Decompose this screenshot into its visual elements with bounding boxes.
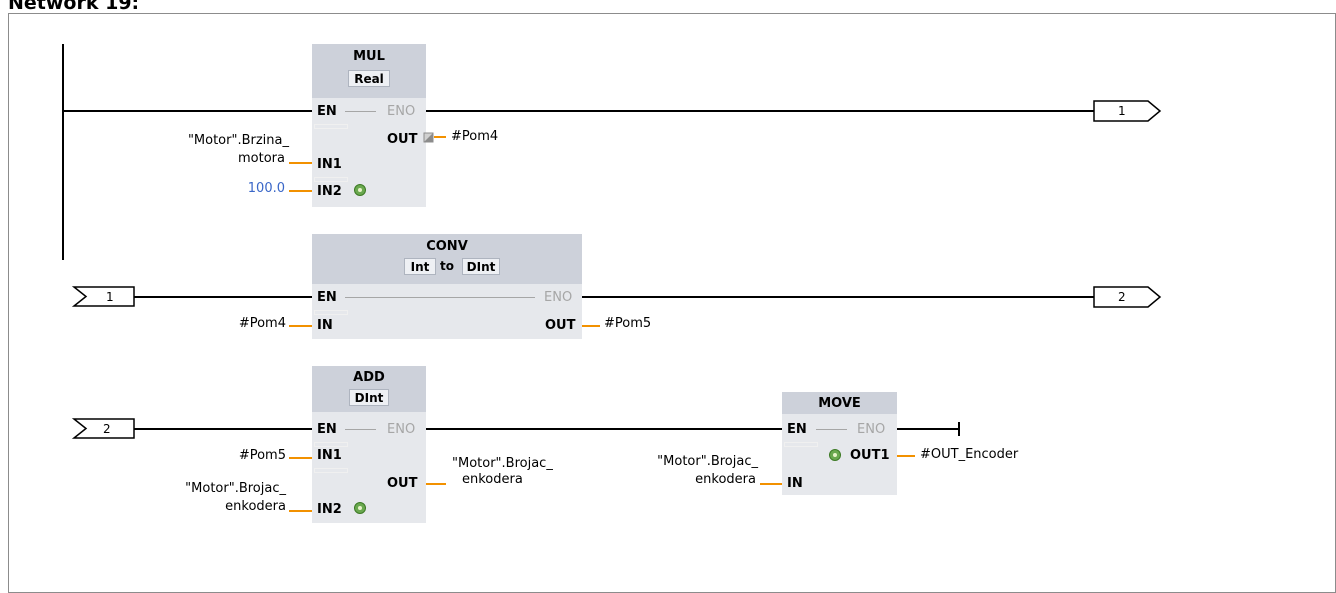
mul-in1-bar — [314, 177, 348, 182]
move-out1-operand[interactable]: #OUT_Encoder — [920, 447, 1019, 462]
mul-out-operand[interactable]: #Pom4 — [451, 129, 499, 144]
mul-in2: IN2 — [317, 184, 342, 199]
conv-en-eno-line — [345, 297, 535, 298]
rung1-wire-right — [426, 110, 1094, 112]
add-in1: IN1 — [317, 448, 342, 463]
conv-type-from[interactable]: Int — [404, 258, 436, 275]
conv-in-wire — [289, 325, 312, 327]
rung3-wire-left — [134, 428, 312, 430]
mul-in1-operand-line1[interactable]: "Motor".Brzina_ — [187, 133, 289, 148]
conv-out: OUT — [545, 318, 576, 333]
move-out1: OUT1 — [850, 448, 890, 463]
add-in2-operand-line1[interactable]: "Motor".Brojac_ — [185, 481, 286, 496]
add-type[interactable]: DInt — [349, 389, 389, 406]
conv-in-operand[interactable]: #Pom4 — [238, 316, 286, 331]
move-out1-wire — [897, 455, 915, 457]
conv-eno: ENO — [544, 290, 573, 305]
add-out-operand-line2[interactable]: enkodera — [462, 472, 523, 487]
power-rail — [62, 44, 64, 260]
conv-en: EN — [317, 290, 337, 305]
move-in-operand-line1[interactable]: "Motor".Brojac_ — [657, 454, 758, 469]
rung3-wire-end — [958, 422, 960, 436]
add-out-operand-line1[interactable]: "Motor".Brojac_ — [452, 456, 553, 471]
mul-in1: IN1 — [317, 157, 342, 172]
conv-to: to — [440, 259, 454, 273]
mul-type[interactable]: Real — [348, 70, 390, 87]
rung1-wire-left — [62, 110, 312, 112]
add-in1-bar — [314, 468, 348, 473]
move-en-eno-line — [816, 429, 847, 430]
conv-out-operand[interactable]: #Pom5 — [604, 316, 652, 331]
connector-out-2-label: 2 — [1118, 290, 1126, 304]
add-name: ADD — [353, 370, 385, 385]
mul-en-eno-line — [345, 111, 376, 112]
move-in-operand-line2[interactable]: enkodera — [695, 472, 756, 487]
move-eno: ENO — [857, 422, 886, 437]
add-in2-operand-line2[interactable]: enkodera — [225, 499, 286, 514]
add-en-bar — [314, 442, 348, 447]
move-in: IN — [787, 476, 803, 491]
connector-in-1-label: 1 — [106, 290, 114, 304]
rung3-wire-mid — [426, 428, 782, 430]
add-in2: IN2 — [317, 502, 342, 517]
add-in1-wire — [289, 457, 312, 459]
move-en: EN — [787, 422, 807, 437]
move-en-bar — [784, 442, 818, 447]
mul-out-wire — [434, 136, 446, 138]
connector-out-1-label: 1 — [1118, 104, 1126, 118]
move-name: MOVE — [818, 396, 861, 411]
add-eno: ENO — [387, 422, 416, 437]
mul-in2-wire — [289, 190, 312, 192]
rung3-wire-right — [897, 428, 959, 430]
move-box[interactable]: MOVE EN ENO OUT1 IN — [782, 392, 897, 495]
rung2-wire-right — [582, 296, 1094, 298]
add-en: EN — [317, 422, 337, 437]
add-box[interactable]: ADD DInt EN ENO IN1 OUT IN2 — [312, 366, 426, 523]
mul-box[interactable]: MUL Real EN ENO OUT IN1 IN2 — [312, 44, 426, 207]
add-out-wire — [426, 483, 446, 485]
add-out: OUT — [387, 476, 418, 491]
conv-out-wire — [582, 325, 600, 327]
conv-in: IN — [317, 318, 333, 333]
conv-type-to[interactable]: DInt — [462, 258, 500, 275]
rung2-wire-left — [134, 296, 312, 298]
mul-in2-operand[interactable]: 100.0 — [247, 181, 285, 196]
conv-name: CONV — [426, 239, 468, 254]
mul-en-bar — [314, 124, 348, 129]
mul-in1-wire — [289, 162, 312, 164]
mul-en: EN — [317, 104, 337, 119]
mul-eno: ENO — [387, 104, 416, 119]
add-in1-operand[interactable]: #Pom5 — [238, 448, 286, 463]
network-title: Network 19: — [8, 0, 140, 14]
connector-in-2-label: 2 — [103, 422, 111, 436]
mul-out: OUT — [387, 132, 418, 147]
conv-en-bar — [314, 310, 348, 315]
mul-name: MUL — [353, 49, 385, 64]
add-in2-wire — [289, 510, 312, 512]
move-in-wire — [760, 483, 782, 485]
network-frame — [8, 13, 1336, 593]
add-en-eno-line — [345, 429, 376, 430]
mul-in1-operand-line2[interactable]: motora — [238, 151, 285, 166]
conv-box[interactable]: CONV Int to DInt EN ENO IN OUT — [312, 234, 582, 339]
